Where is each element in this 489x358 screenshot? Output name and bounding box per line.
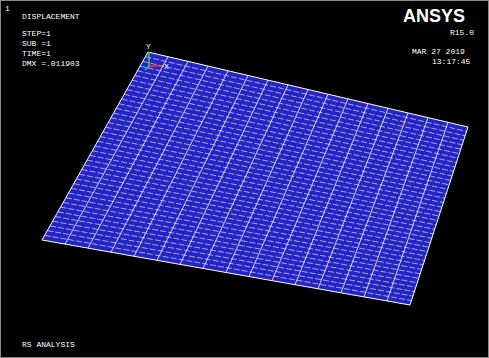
software-version: R15.0 [450,28,474,37]
plot-date: MAR 27 2019 [412,47,465,56]
window-number: 1 [5,4,10,13]
substep-value: SUB =1 [22,39,51,48]
mesh-line [364,118,428,297]
axis-label: X [164,62,169,71]
mesh-line [134,71,228,257]
mesh-line [180,80,268,264]
plot-type: DISPLACEMENT [22,12,80,21]
step-value: STEP=1 [22,29,51,38]
analysis-title: RS ANALYSIS [22,340,75,349]
software-logo: ANSYS [403,6,465,26]
mesh-line [111,66,208,252]
x-axis [149,65,162,67]
plot-time: 13:17:45 [432,57,470,66]
z-axis [145,66,149,70]
mesh-lines [45,57,467,301]
mesh-line [295,104,368,285]
max-displacement: DMX =.011903 [22,59,80,68]
mesh-line [226,90,308,273]
mesh-line [203,85,288,269]
mesh-line [157,75,248,260]
y-axis [148,52,150,66]
plate-surface [42,52,468,305]
mesh-line [387,122,448,301]
mesh-line [88,61,188,248]
time-value: TIME=1 [22,49,51,58]
mesh-line [249,94,328,276]
axis-label: Y [146,42,151,51]
mesh-line [272,99,348,281]
mesh-line [65,57,168,244]
